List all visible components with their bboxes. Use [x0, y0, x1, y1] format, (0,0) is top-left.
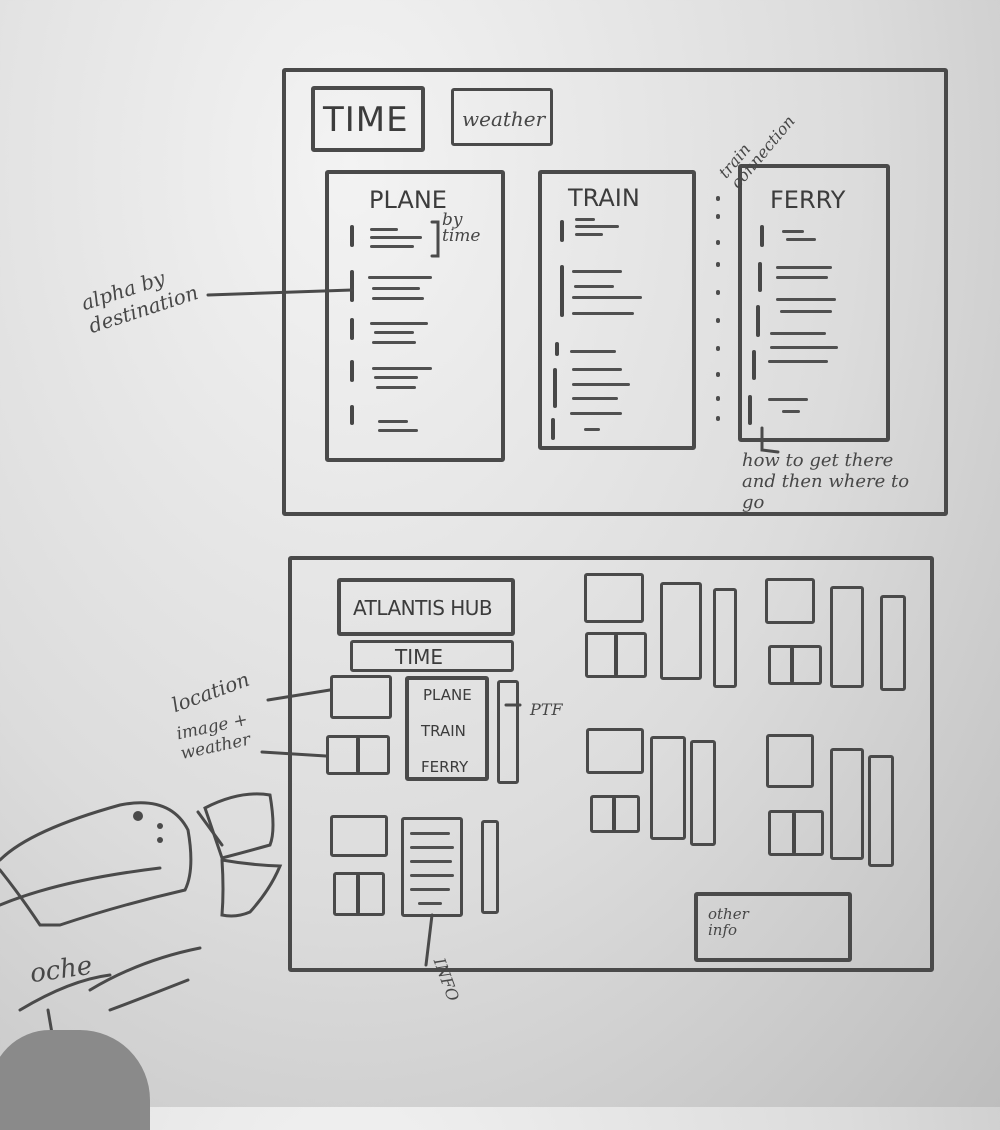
weather-image-box [326, 735, 390, 775]
plane-column-title: PLANE [369, 186, 447, 214]
ptf-menu-box: PLANE TRAIN FERRY [405, 676, 489, 781]
location-image-box [330, 675, 392, 719]
ferry-column-title: FERRY [770, 186, 846, 214]
weather-label: weather [462, 107, 546, 131]
other-info-box: other info [694, 892, 852, 962]
menu-train: TRAIN [421, 722, 466, 740]
ferry-column: FERRY [738, 164, 890, 442]
ptf-scroll-bar [497, 680, 519, 784]
hub-time-box: TIME [350, 640, 514, 672]
menu-plane: PLANE [423, 686, 472, 704]
lower-image-box-2 [333, 872, 385, 916]
by-time-annotation: by time [442, 210, 481, 246]
lower-image-box-1 [330, 815, 388, 857]
train-column-title: TRAIN [568, 184, 640, 212]
time-label: TIME [323, 100, 409, 140]
weather-box: weather [451, 88, 553, 146]
how-to-annotation: how to get there and then where to go [742, 450, 910, 513]
other-info-label: other info [708, 905, 749, 939]
hub-time-label: TIME [395, 645, 444, 669]
time-box: TIME [311, 86, 425, 152]
menu-ferry: FERRY [421, 758, 469, 776]
connector-lines [0, 220, 780, 1082]
ptf-annotation: PTF [530, 700, 563, 719]
atlantis-hub-title-box: ATLANTIS HUB [337, 578, 515, 636]
sketch2-frame [288, 556, 934, 972]
train-column: TRAIN [538, 170, 696, 450]
atlantis-hub-title: ATLANTIS HUB [353, 596, 493, 620]
plane-column: PLANE [325, 170, 505, 462]
info-scroll-bar [481, 820, 499, 914]
